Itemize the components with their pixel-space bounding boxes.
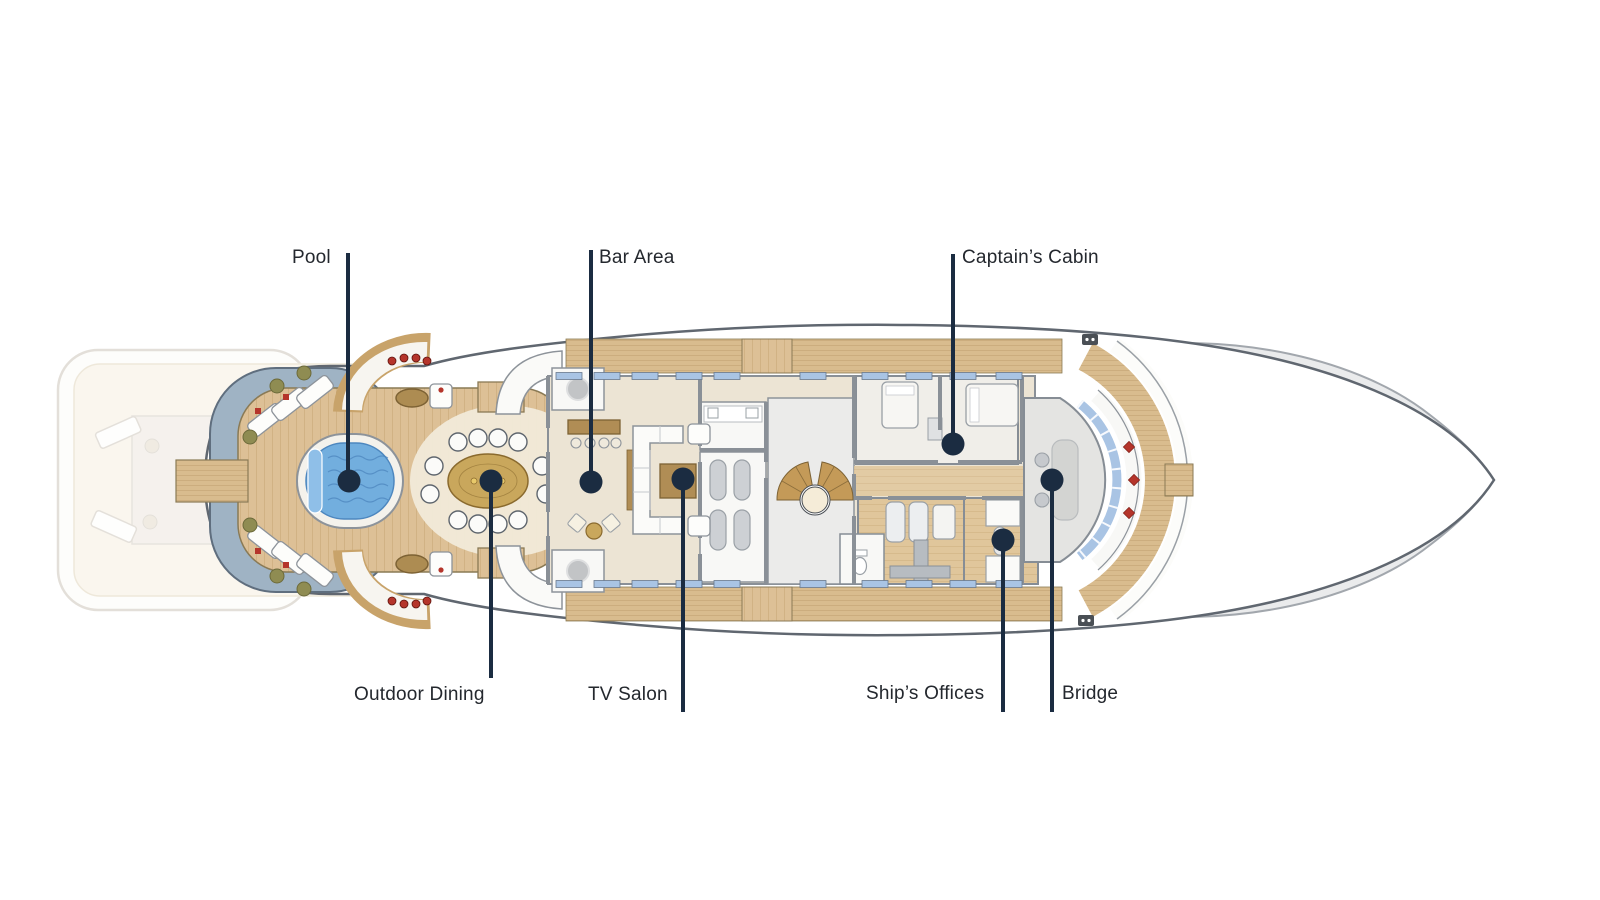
bar-area-label: Bar Area	[599, 247, 675, 268]
captains-cabin	[855, 375, 1019, 465]
bow-gangway	[1164, 463, 1194, 497]
bar-area-callout-line	[589, 250, 593, 482]
walkway-stairs-top	[741, 338, 793, 374]
ships-offices-callout-line	[1001, 540, 1005, 712]
outdoor-dining-label: Outdoor Dining	[354, 684, 485, 705]
tv-salon-marker[interactable]	[671, 467, 695, 491]
pool-marker[interactable]	[337, 469, 361, 493]
winch-icon	[1078, 334, 1098, 626]
bridge-callout-line	[1050, 480, 1054, 712]
ships-offices-marker[interactable]	[991, 528, 1015, 552]
pool-callout-line	[346, 253, 350, 481]
tv-salon-callout-line	[681, 479, 685, 712]
bathroom	[839, 533, 885, 585]
bridge-marker[interactable]	[1040, 468, 1064, 492]
aft-deck-furniture	[242, 332, 453, 630]
lounger-room	[699, 451, 767, 583]
bow-bands	[1076, 334, 1194, 626]
captains-cabin-marker[interactable]	[941, 432, 965, 456]
windows	[555, 372, 1023, 588]
tv-salon-label: TV Salon	[588, 684, 668, 705]
captains-cabin-label: Captain’s Cabin	[962, 247, 1099, 268]
tv-salon-sofa	[632, 425, 684, 535]
sun-loungers	[242, 365, 334, 597]
card-table	[567, 513, 621, 540]
lower-cabin	[857, 497, 965, 585]
bridge-windshield	[1076, 400, 1122, 560]
boarding-gangway	[175, 459, 249, 503]
dining-chairs	[420, 428, 556, 534]
walkway-stairs-bottom	[741, 586, 793, 622]
helm-seats	[1122, 440, 1141, 520]
galley	[699, 401, 767, 451]
captains-cabin-callout-line	[951, 254, 955, 444]
outdoor-dining-marker[interactable]	[479, 469, 503, 493]
spiral-staircase	[776, 461, 854, 516]
interior-walls	[546, 376, 1038, 584]
pool-label: Pool	[292, 247, 331, 268]
outdoor-dining-callout-line	[489, 481, 493, 678]
bar-counter	[567, 419, 622, 449]
ships-offices-label: Ship’s Offices	[866, 683, 985, 704]
bridge-label: Bridge	[1062, 683, 1119, 704]
pool-steps	[307, 448, 323, 514]
bar-area-marker[interactable]	[579, 470, 603, 494]
bridge	[1023, 397, 1107, 563]
interior	[546, 367, 1107, 593]
